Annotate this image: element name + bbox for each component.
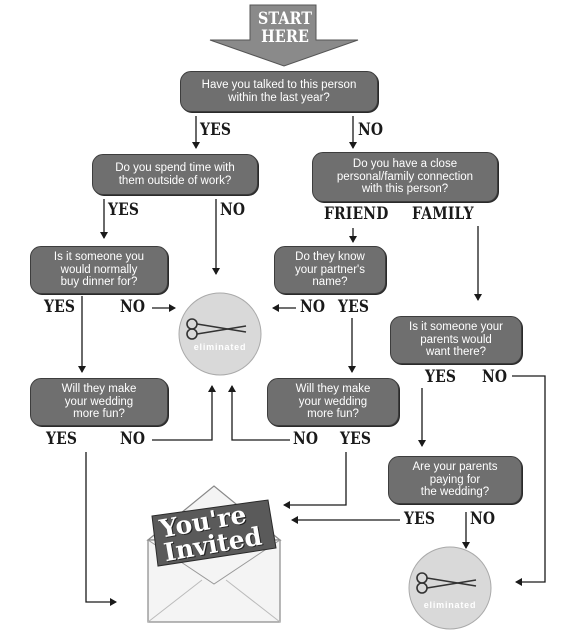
eliminated-node [178,292,262,376]
label-q4-no: NO [120,297,146,317]
question-wedding-more-fun-2: Will they make your wedding more fun? [267,378,399,426]
question-text: Is it someone your parents would want th… [409,321,503,359]
question-text: Have you talked to this person within th… [201,79,357,104]
envelope-icon [146,485,282,623]
question-text: Are your parents paying for the wedding? [412,461,498,499]
label-q8-yes: YES [340,429,372,449]
question-text: Will they make your wedding more fun? [295,383,371,421]
question-talked-last-year: Have you talked to this person within th… [180,71,378,112]
start-label: START HERE [251,10,319,46]
question-text: Is it someone you would normally buy din… [53,251,145,289]
start-line-1: START [257,9,313,29]
question-know-partner-name: Do they know your partner's name? [274,246,386,294]
label-q7-yes: YES [46,429,78,449]
question-close-connection: Do you have a close personal/family conn… [312,152,498,202]
eliminated-label: eliminated [193,342,247,352]
question-text: Do they know your partner's name? [295,251,365,289]
question-time-outside-work: Do you spend time with them outside of w… [92,154,258,195]
start-arrow [209,4,359,67]
label-q6-yes: YES [425,367,457,387]
question-text: Will they make your wedding more fun? [61,383,137,421]
scissors-icon [416,572,477,594]
label-q2-yes: YES [108,200,140,220]
label-q8-no: NO [293,429,319,449]
label-q9-no: NO [470,509,496,529]
label-q9-yes: YES [404,509,436,529]
question-text: Do you spend time with them outside of w… [115,162,235,187]
label-q5-no: NO [300,297,326,317]
label-q3-family: FAMILY [412,204,474,224]
label-q1-yes: YES [200,120,232,140]
scissors-icon [186,318,247,340]
question-parents-paying: Are your parents paying for the wedding? [388,456,522,504]
connectors [78,116,546,606]
label-q5-yes: YES [338,297,370,317]
eliminated-label-2: eliminated [423,600,477,610]
label-q7-no: NO [120,429,146,449]
question-text: Do you have a close personal/family conn… [336,158,474,196]
start-line-2: HERE [261,27,309,47]
label-q3-friend: FRIEND [324,204,389,224]
question-buy-dinner: Is it someone you would normally buy din… [30,246,168,294]
question-wedding-more-fun-1: Will they make your wedding more fun? [30,378,168,426]
question-parents-want: Is it someone your parents would want th… [390,316,522,364]
label-q4-yes: YES [44,297,76,317]
label-q6-no: NO [482,367,508,387]
label-q2-no: NO [220,200,246,220]
label-q1-no: NO [358,120,384,140]
eliminated-node-2 [408,546,492,630]
